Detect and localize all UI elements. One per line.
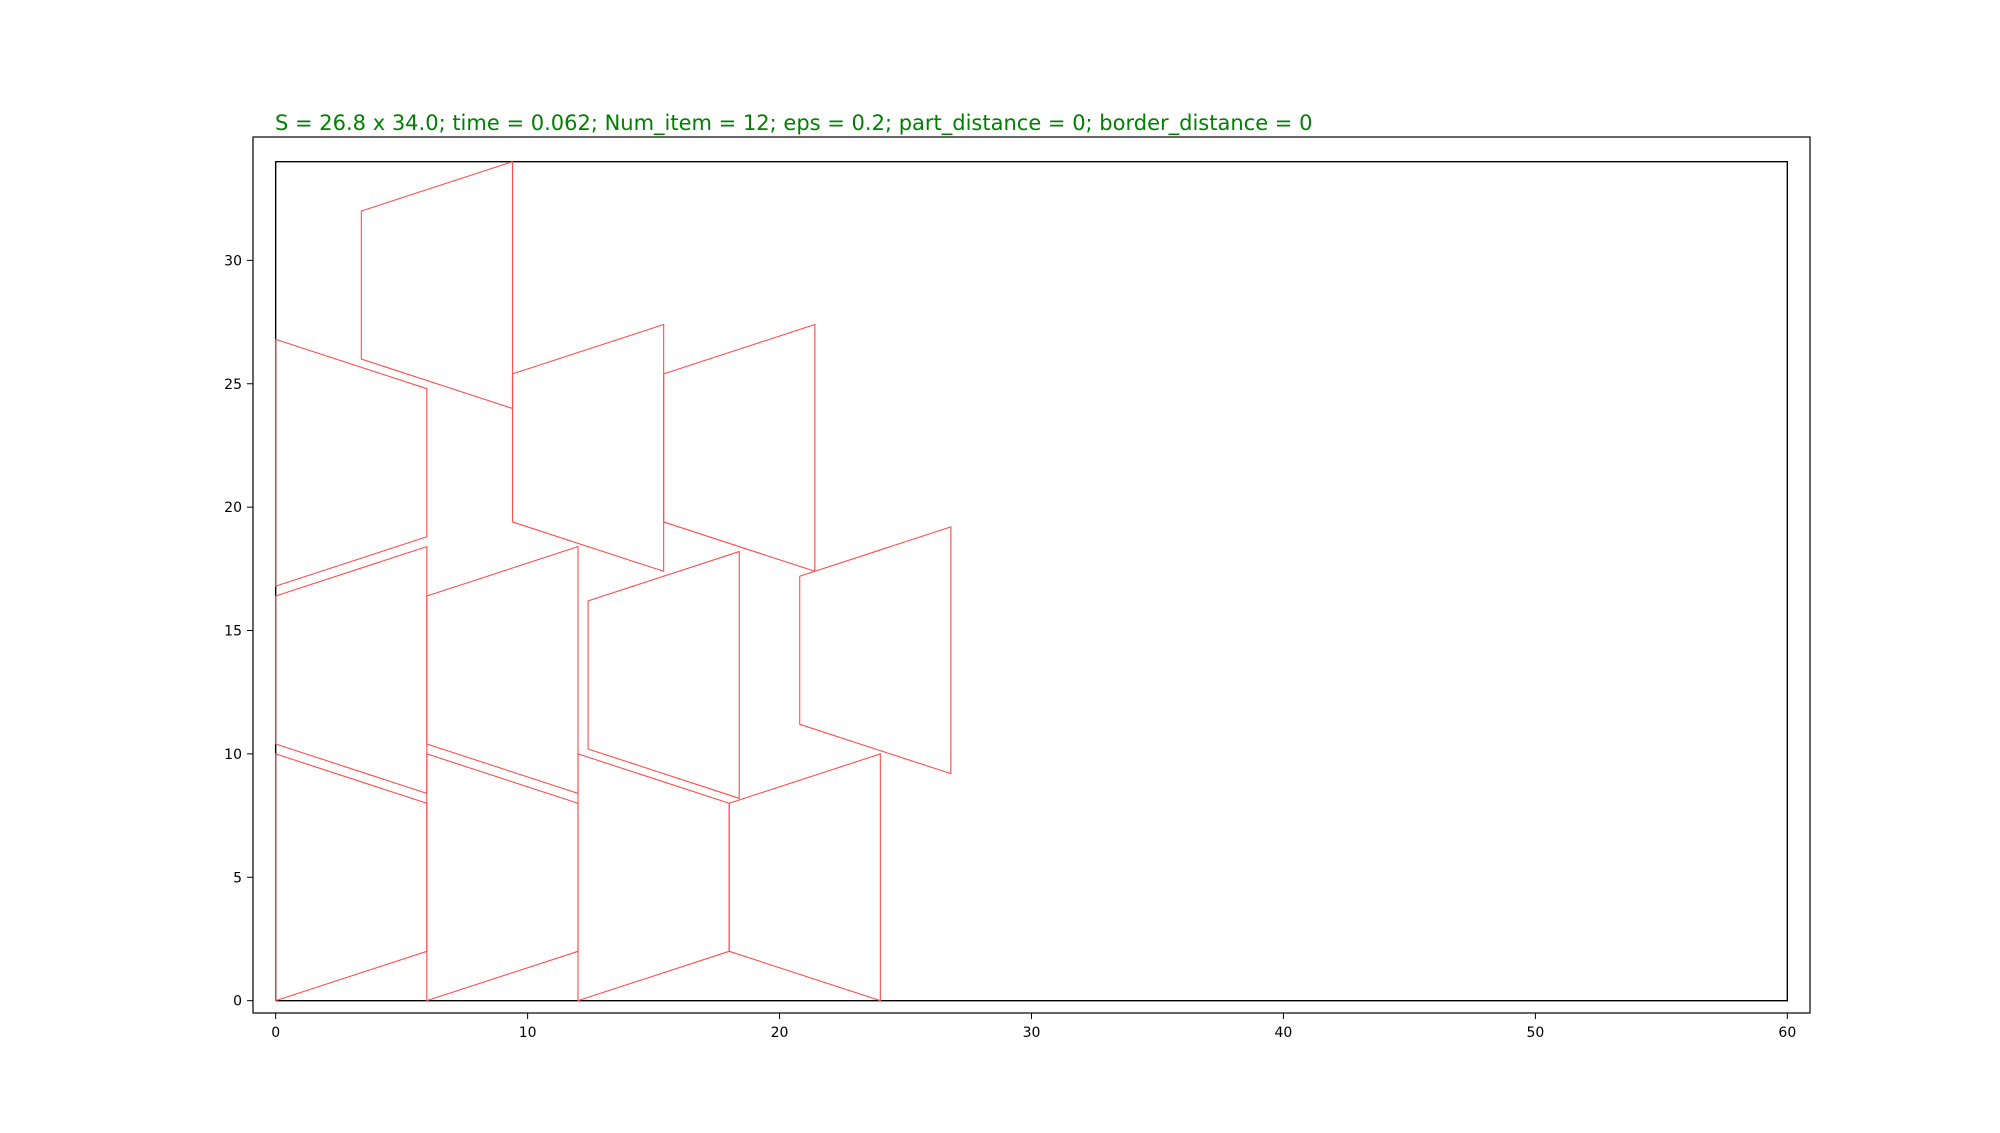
y-tick-label: 5 — [233, 870, 242, 886]
item-1-polygon — [275, 753, 428, 1002]
item-4-polygon — [728, 753, 881, 1002]
container-border-layer — [274, 160, 1789, 1002]
x-tick-label: 60 — [1778, 1025, 1796, 1041]
y-axis: 0 5 10 15 20 25 30 — [224, 253, 253, 1010]
x-tick-label: 40 — [1275, 1025, 1293, 1041]
item-9-polygon — [275, 338, 428, 587]
chart-title: S = 26.8 x 34.0; time = 0.062; Num_item … — [275, 111, 1312, 136]
container-border — [274, 160, 1789, 1002]
x-tick-label: 30 — [1023, 1025, 1041, 1041]
items-layer — [275, 160, 952, 1002]
item-12-polygon — [360, 160, 514, 410]
item-5-polygon — [275, 545, 428, 795]
y-tick-label: 0 — [233, 994, 242, 1010]
y-tick-label: 25 — [224, 377, 242, 393]
y-tick-label: 10 — [224, 747, 242, 763]
y-tick-label: 15 — [224, 624, 242, 640]
x-tick-label: 10 — [519, 1025, 537, 1041]
item-10-polygon — [511, 323, 665, 573]
y-tick-label: 30 — [224, 253, 242, 269]
plot-frame — [252, 136, 1811, 1014]
item-7-polygon — [587, 550, 740, 800]
item-8-polygon — [799, 526, 952, 775]
x-tick-label: 50 — [1526, 1025, 1544, 1041]
item-11-polygon — [663, 323, 816, 573]
item-6-polygon — [426, 545, 579, 795]
item-2-polygon — [426, 753, 579, 1002]
x-axis: 0 10 20 30 40 50 60 — [271, 1013, 1796, 1041]
y-tick-label: 20 — [224, 500, 242, 516]
item-3-polygon — [577, 753, 730, 1002]
x-tick-label: 0 — [271, 1025, 280, 1041]
x-tick-label: 20 — [771, 1025, 789, 1041]
